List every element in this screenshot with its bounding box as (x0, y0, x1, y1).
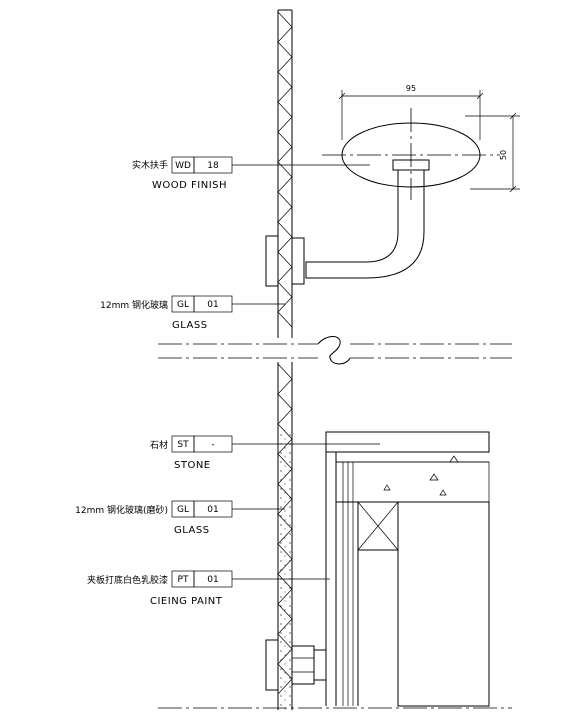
callout-number: 01 (207, 575, 218, 585)
callout-cn-text: 12mm 钢化玻璃 (100, 299, 168, 311)
callout-number: 01 (207, 300, 218, 310)
frosted-glass-infill (278, 430, 292, 710)
handrail-bracket (265, 159, 430, 287)
bottom-fixing (265, 639, 327, 691)
callout-code: PT (178, 575, 189, 585)
callout-stone: 石材 ST - STONE (150, 435, 380, 471)
callout-cn-text: 12mm 钢化玻璃(磨砂) (75, 504, 168, 516)
callout-cn-text: 夹板打底白色乳胶漆 (87, 574, 168, 586)
callout-label: GLASS (174, 525, 210, 536)
callout-label: CIEING PAINT (150, 596, 223, 607)
handrail-height-dimension: 50 (465, 112, 520, 193)
callout-code: GL (177, 300, 189, 310)
callout-label: WOOD FINISH (152, 180, 227, 191)
callout-number: - (211, 440, 214, 450)
break-line (158, 336, 512, 365)
callout-number: 01 (207, 505, 218, 515)
callout-label: STONE (174, 460, 211, 471)
width-dimension-text: 95 (406, 84, 416, 93)
callout-code: WD (175, 161, 191, 171)
callout-glass-2: 12mm 钢化玻璃(磨砂) GL 01 GLASS (75, 500, 285, 536)
callout-code: ST (177, 440, 189, 450)
callout-glass-1: 12mm 钢化玻璃 GL 01 GLASS (100, 295, 285, 331)
callout-number: 18 (207, 161, 219, 171)
wall-structure (325, 432, 490, 707)
height-dimension-text: 50 (499, 150, 508, 160)
stone-floor (325, 431, 490, 503)
callout-wood-finish: 实木扶手 WD 18 WOOD FINISH (132, 156, 370, 191)
callout-ceiling-paint: 夹板打底白色乳胶漆 PT 01 CIEING PAINT (87, 570, 330, 607)
callout-label: GLASS (172, 320, 208, 331)
callout-cn-text: 实木扶手 (132, 159, 168, 171)
handrail-width-dimension: 95 (338, 84, 484, 140)
wood-handrail (322, 108, 500, 200)
callout-cn-text: 石材 (150, 439, 168, 451)
callout-code: GL (177, 505, 189, 515)
